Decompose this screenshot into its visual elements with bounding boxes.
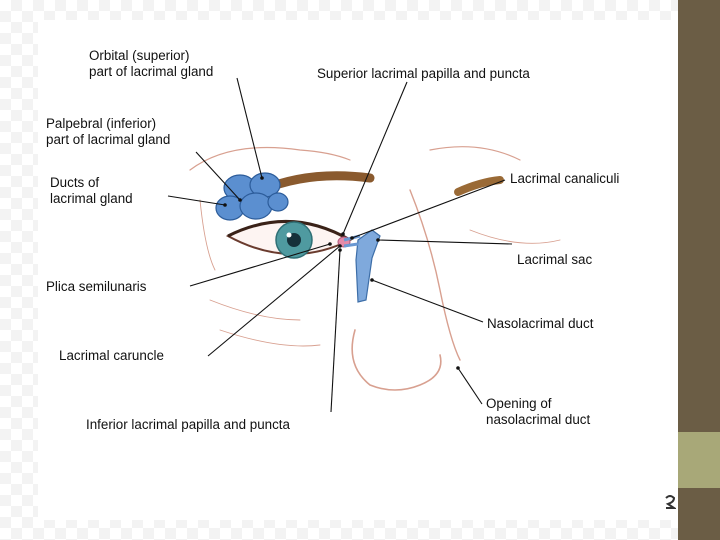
label-inferior-papilla: Inferior lacrimal papilla and puncta <box>86 417 290 432</box>
label-ducts-line2: lacrimal gland <box>50 191 133 206</box>
label-opening-line1: Opening of <box>486 396 552 411</box>
leader-sac <box>377 239 513 245</box>
label-superior-papilla: Superior lacrimal papilla and puncta <box>317 66 530 81</box>
label-orbital-line2: part of lacrimal gland <box>89 64 214 79</box>
leader-canaliculi <box>351 179 506 239</box>
leader-opening <box>457 367 483 405</box>
leader-inferior-papilla <box>330 249 341 413</box>
label-ducts-line1: Ducts of <box>50 175 100 190</box>
arrowheads <box>223 176 460 370</box>
leader-orbital <box>236 77 263 179</box>
label-palpebral-line2: part of lacrimal gland <box>46 132 171 147</box>
label-opening-line2: nasolacrimal duct <box>486 412 591 427</box>
right-eyebrow <box>454 176 504 196</box>
leader-plica <box>189 243 331 287</box>
corner-logo-icon <box>665 495 676 509</box>
lacrimal-sac-and-duct <box>343 229 381 303</box>
leader-palpebral <box>195 151 241 201</box>
label-canaliculi: Lacrimal canaliculi <box>510 171 620 186</box>
side-bar-middle <box>678 432 720 488</box>
leader-caruncle <box>207 245 341 357</box>
leader-lines <box>167 77 513 413</box>
label-plica: Plica semilunaris <box>46 279 147 294</box>
lacrimal-gland <box>215 172 289 221</box>
label-palpebral-line1: Palpebral (inferior) <box>46 116 157 131</box>
face-outline <box>189 146 561 391</box>
label-nasolacrimal-duct: Nasolacrimal duct <box>487 316 594 331</box>
leader-nasolacrimal <box>371 279 484 323</box>
label-caruncle: Lacrimal caruncle <box>59 348 164 363</box>
side-bar-bottom <box>678 488 720 540</box>
leader-superior-papilla <box>342 81 408 235</box>
label-sac: Lacrimal sac <box>517 252 593 267</box>
side-bar-top <box>678 0 720 432</box>
label-orbital-line1: Orbital (superior) <box>89 48 190 63</box>
leader-ducts <box>167 195 226 206</box>
